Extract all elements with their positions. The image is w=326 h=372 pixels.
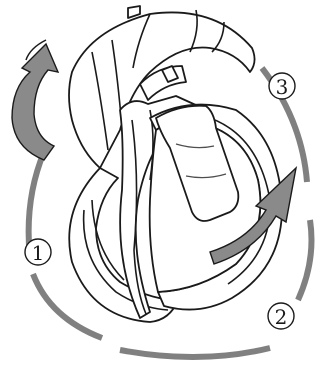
rotate-arrow-icon — [12, 40, 58, 160]
headband-clip — [128, 6, 140, 18]
track-segment — [120, 348, 270, 357]
step-marker-1: 1 — [25, 239, 51, 265]
track-segment — [298, 220, 312, 300]
step-marker-3: 3 — [269, 73, 295, 99]
step-number-2: 2 — [275, 305, 288, 329]
rotate-arrow-body — [12, 44, 58, 160]
step-number-3: 3 — [276, 75, 289, 99]
step-number-1: 1 — [32, 241, 45, 265]
step-marker-2: 2 — [268, 303, 294, 329]
